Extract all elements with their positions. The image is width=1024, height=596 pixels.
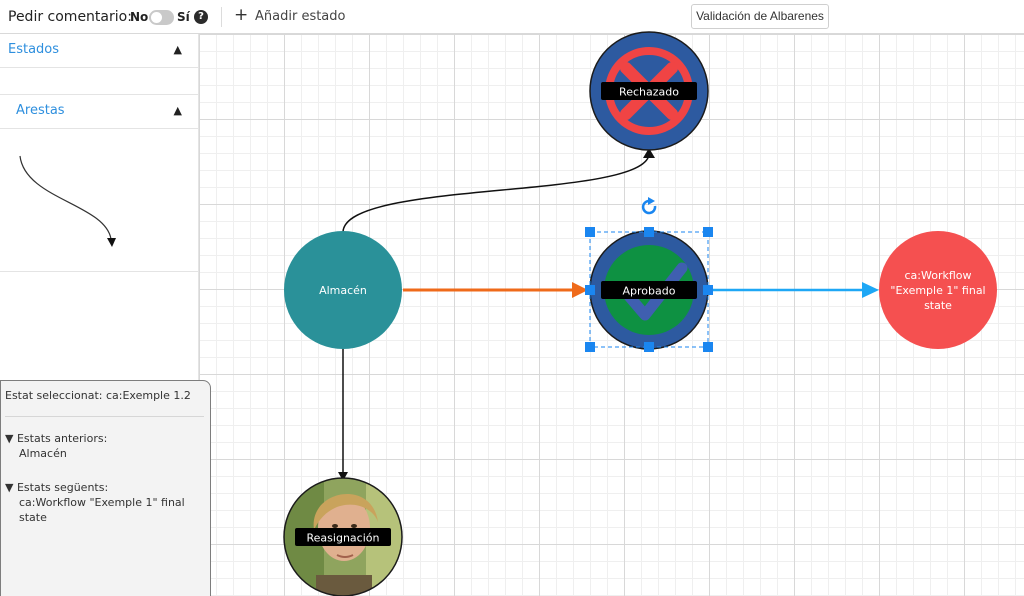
resize-handle-e[interactable] xyxy=(703,285,713,295)
edge-almacen-rechazado-arrowhead xyxy=(643,148,655,158)
node-reasignacion-label: Reasignación xyxy=(307,532,380,545)
node-reasignacion-border xyxy=(283,477,403,596)
next-states-toggle[interactable]: ▼ Estats següents: xyxy=(5,481,109,494)
previous-state-item: Almacén xyxy=(19,447,67,460)
states-section-title: Estados xyxy=(8,42,60,57)
node-almacen-label: Almacén xyxy=(319,284,367,297)
node-reasignacion-label-bg xyxy=(295,528,391,546)
workflow-name-button[interactable]: Validación de Albarenes xyxy=(691,4,829,29)
comment-no-label: No xyxy=(130,10,149,24)
node-rechazado[interactable]: Rechazado xyxy=(589,31,709,151)
node-rechazado-label-bg xyxy=(601,82,697,100)
edge-almacen-aprobado-arrowhead xyxy=(572,282,588,298)
node-final-label-line2: "Exemple 1" final xyxy=(890,284,985,297)
node-aprobado-label: Aprobado xyxy=(623,285,676,298)
toggle-knob xyxy=(151,12,162,23)
resize-handle-nw[interactable] xyxy=(585,227,595,237)
curved-arrow-icon[interactable] xyxy=(0,129,198,272)
comment-label: Pedir comentario: xyxy=(8,9,132,25)
info-divider xyxy=(5,416,204,417)
resize-handle-n[interactable] xyxy=(644,227,654,237)
edge-aprobado-final-arrowhead xyxy=(862,282,879,298)
node-rechazado-label: Rechazado xyxy=(619,86,679,99)
help-icon[interactable]: ? xyxy=(194,10,208,24)
edges-section-body xyxy=(0,129,198,272)
resize-handle-s[interactable] xyxy=(644,342,654,352)
next-state-item-line2: state xyxy=(19,511,47,524)
states-section-header[interactable]: Estados ▲ xyxy=(0,34,198,68)
selected-state-info-panel: Estat seleccionat: ca:Exemple 1.2 ▼ Esta… xyxy=(0,380,211,596)
resize-handle-sw[interactable] xyxy=(585,342,595,352)
selection-box xyxy=(585,197,713,352)
node-final-circle xyxy=(879,231,997,349)
chevron-up-icon[interactable]: ▲ xyxy=(173,104,182,117)
node-final-label-line3: state xyxy=(924,299,952,312)
node-almacen-circle xyxy=(284,231,402,349)
node-reasignacion[interactable]: Reasignación xyxy=(283,477,403,596)
node-aprobado-label-bg xyxy=(601,281,697,299)
rotate-icon[interactable] xyxy=(641,197,657,215)
plus-icon[interactable]: + xyxy=(234,5,249,25)
next-state-item-line1: ca:Workflow "Exemple 1" final xyxy=(19,496,185,509)
node-final-label-line1: ca:Workflow xyxy=(904,269,971,282)
node-final-state[interactable]: ca:Workflow "Exemple 1" final state xyxy=(879,231,997,349)
toolbar: Pedir comentario: No Sí ? + Añadir estad… xyxy=(0,0,1024,34)
resize-handle-ne[interactable] xyxy=(703,227,713,237)
add-state-button[interactable]: Añadir estado xyxy=(255,9,346,24)
node-aprobado[interactable]: Aprobado xyxy=(589,230,709,350)
edges-section-header[interactable]: Arestas ▲ xyxy=(0,95,198,129)
toolbar-divider xyxy=(221,7,222,27)
previous-states-toggle[interactable]: ▼ Estats anteriors: xyxy=(5,432,108,445)
chevron-up-icon[interactable]: ▲ xyxy=(173,43,182,56)
resize-handle-se[interactable] xyxy=(703,342,713,352)
comment-yes-label: Sí xyxy=(177,10,190,24)
selected-state-text: Estat seleccionat: ca:Exemple 1.2 xyxy=(5,389,191,402)
node-almacen[interactable]: Almacén xyxy=(284,231,402,349)
edges-section-title: Arestas xyxy=(16,103,65,118)
edge-almacen-rechazado[interactable] xyxy=(342,154,650,233)
edge-almacen-reasignacion-arrowhead xyxy=(338,472,348,481)
resize-handle-w[interactable] xyxy=(585,285,595,295)
edge-sample-arrowhead xyxy=(107,238,116,247)
edge-sample-curve xyxy=(19,155,112,240)
states-section-body xyxy=(0,68,198,95)
comment-toggle[interactable] xyxy=(149,10,174,25)
